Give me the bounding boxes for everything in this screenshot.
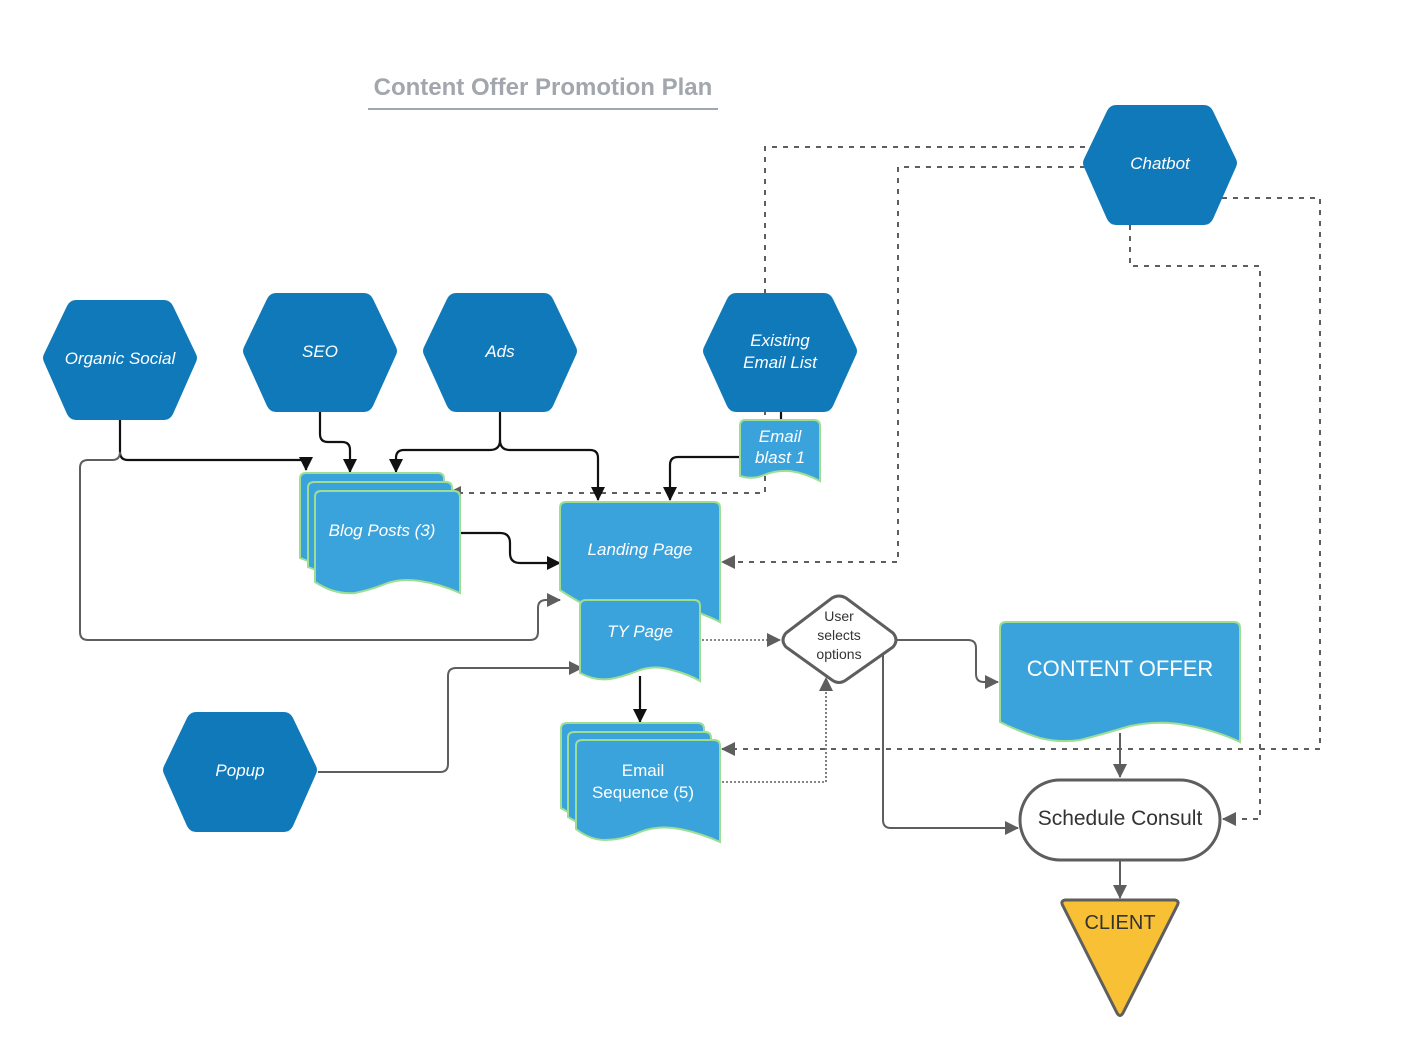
connector-email-blast-to-landing-page[interactable] [663, 455, 740, 501]
node-chatbot[interactable]: Chatbot [1083, 105, 1237, 225]
node-seo[interactable]: SEO [243, 293, 397, 412]
node-blog-posts[interactable]: Blog Posts (3) [299, 472, 461, 595]
document-shape [739, 419, 821, 483]
node-label: Landing Page [588, 540, 693, 559]
node-schedule-consult[interactable]: Schedule Consult [1018, 778, 1222, 862]
node-organic-social[interactable]: Organic Social [43, 300, 197, 420]
node-client[interactable]: CLIENT [1060, 898, 1180, 1017]
decision-label-line2: selects [817, 627, 861, 643]
connector-email-sequence-to-decision[interactable] [722, 677, 833, 783]
diagram-title: Content Offer Promotion Plan [374, 74, 713, 101]
node-existing-email-list[interactable]: Existing Email List [703, 293, 857, 412]
connector-decision-to-content-offer[interactable] [897, 639, 999, 689]
decision-diamond [781, 594, 898, 684]
node-ads[interactable]: Ads [423, 293, 577, 412]
decision-label-line1: User [824, 608, 854, 624]
terminal-pill [1018, 778, 1222, 862]
hexagon-shape [703, 293, 857, 412]
connector-popup-to-ty-page[interactable] [318, 661, 583, 773]
connector-decision-to-schedule-consult[interactable] [882, 655, 1019, 835]
client-triangle [1060, 898, 1180, 1017]
hexagon-shape [1083, 105, 1237, 225]
node-label: Organic Social [65, 349, 177, 368]
hexagon-shape [43, 300, 197, 420]
hexagon-shape [243, 293, 397, 412]
connector-organic-social-to-blog-posts[interactable] [118, 420, 313, 471]
document-shape-front [575, 739, 721, 844]
node-label-line1: Email [759, 427, 803, 446]
document-shape-front [314, 490, 461, 595]
connector-chatbot-to-email-sequence[interactable] [721, 197, 1321, 756]
node-label-line1: Existing [750, 331, 810, 350]
node-email-blast-1[interactable]: Email blast 1 [739, 419, 821, 483]
decision-label-line3: options [816, 646, 861, 662]
node-label: CONTENT OFFER [1027, 656, 1214, 681]
connector-ads-to-landing-page[interactable] [498, 439, 605, 501]
node-label: Schedule Consult [1038, 807, 1203, 830]
node-label-line2: Sequence (5) [592, 783, 694, 802]
node-ty-page[interactable]: TY Page [579, 599, 701, 683]
node-label: Blog Posts (3) [329, 521, 436, 540]
node-popup[interactable]: Popup [163, 712, 317, 832]
node-user-selects-options[interactable]: User selects options [781, 594, 898, 684]
node-label: Ads [484, 342, 515, 361]
node-label-line2: blast 1 [755, 448, 805, 467]
document-shape [999, 621, 1241, 744]
hexagon-shape [423, 293, 577, 412]
connector-ads-to-blog-posts[interactable] [389, 412, 502, 473]
connector-seo-to-blog-posts[interactable] [318, 412, 357, 473]
node-label: SEO [302, 342, 338, 361]
document-shape [579, 599, 701, 683]
node-label: TY Page [607, 622, 673, 641]
node-landing-page[interactable]: Landing Page [559, 501, 721, 624]
connector-organic-social-to-landing-page[interactable] [79, 451, 561, 641]
connector-blog-posts-to-landing-page[interactable] [461, 531, 561, 570]
node-label: Popup [215, 761, 264, 780]
node-label: CLIENT [1084, 912, 1155, 934]
node-content-offer[interactable]: CONTENT OFFER [999, 621, 1241, 744]
node-label-line1: Email [622, 761, 665, 780]
node-label: Chatbot [1130, 154, 1191, 173]
node-label-line2: Email List [743, 353, 818, 372]
node-email-sequence[interactable]: Email Sequence (5) [560, 722, 721, 844]
hexagon-shape [163, 712, 317, 832]
